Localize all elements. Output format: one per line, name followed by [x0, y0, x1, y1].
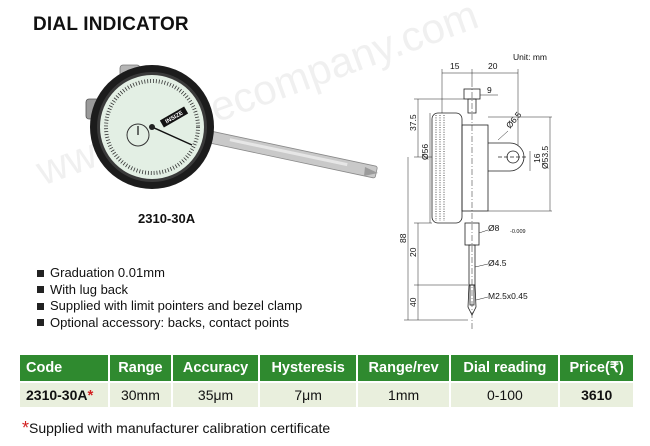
header-range-rev: Range/rev: [357, 355, 450, 381]
table-row: 2310-30A* 30mm 35μm 7μm 1mm 0-100 3610: [20, 383, 633, 407]
spec-table: Code Range Accuracy Hysteresis Range/rev…: [18, 353, 635, 409]
list-item: Supplied with limit pointers and bezel c…: [37, 298, 302, 315]
cell-code: 2310-30A*: [20, 383, 109, 407]
dim-20: 20: [488, 61, 498, 71]
technical-drawing: 15 20 9 37.5 Ø6.5 Ø56 16 Ø53.5 Ø8 -0.009…: [398, 61, 552, 330]
dim-9: 9: [487, 85, 492, 95]
cell-price: 3610: [560, 383, 633, 407]
model-label: 2310-30A: [138, 211, 196, 226]
cell-hysteresis: 7μm: [260, 383, 356, 407]
dim-37-5: 37.5: [408, 114, 418, 131]
footnote-asterisk: *: [22, 418, 30, 438]
header-range: Range: [110, 355, 171, 381]
header-hysteresis: Hysteresis: [260, 355, 356, 381]
unit-note: Unit: mm: [513, 52, 547, 62]
dim-40: 40: [408, 297, 418, 307]
dim-6-5: Ø6.5: [504, 110, 524, 131]
header-dial-reading: Dial reading: [451, 355, 559, 381]
dim-8-tol: -0.009: [510, 229, 526, 235]
list-item: Graduation 0.01mm: [37, 265, 302, 282]
cell-range: 30mm: [110, 383, 171, 407]
dim-thread: M2.5x0.45: [488, 291, 528, 301]
dim-20b: 20: [408, 247, 418, 257]
cell-dial-reading: 0-100: [451, 383, 559, 407]
dim-56: Ø56: [420, 144, 430, 160]
header-code: Code: [20, 355, 109, 381]
dim-53-5: Ø53.5: [540, 146, 550, 169]
bullet-icon: [37, 319, 44, 327]
dial-indicator-photo: INSIZE: [85, 64, 378, 189]
footnote: *Supplied with manufacturer calibration …: [22, 418, 331, 441]
footnote-text: Supplied with manufacturer calibration c…: [29, 420, 331, 436]
header-price: Price(₹): [560, 355, 633, 381]
bullet-icon: [37, 269, 44, 277]
cell-accuracy: 35μm: [172, 383, 259, 407]
dim-16: 16: [532, 153, 542, 163]
dim-4-5: Ø4.5: [488, 258, 507, 268]
page-title: DIAL INDICATOR: [33, 14, 189, 35]
dim-8: Ø8: [488, 223, 500, 233]
bullet-icon: [37, 286, 44, 294]
feature-list: Graduation 0.01mm With lug back Supplied…: [37, 265, 302, 331]
bullet-icon: [37, 302, 44, 310]
header-accuracy: Accuracy: [172, 355, 259, 381]
list-item: With lug back: [37, 282, 302, 299]
dim-88: 88: [398, 233, 408, 243]
asterisk-mark: *: [87, 386, 94, 404]
list-item: Optional accessory: backs, contact point…: [37, 315, 302, 332]
cell-range-rev: 1mm: [357, 383, 450, 407]
dim-15: 15: [450, 61, 460, 71]
table-header-row: Code Range Accuracy Hysteresis Range/rev…: [20, 355, 633, 381]
